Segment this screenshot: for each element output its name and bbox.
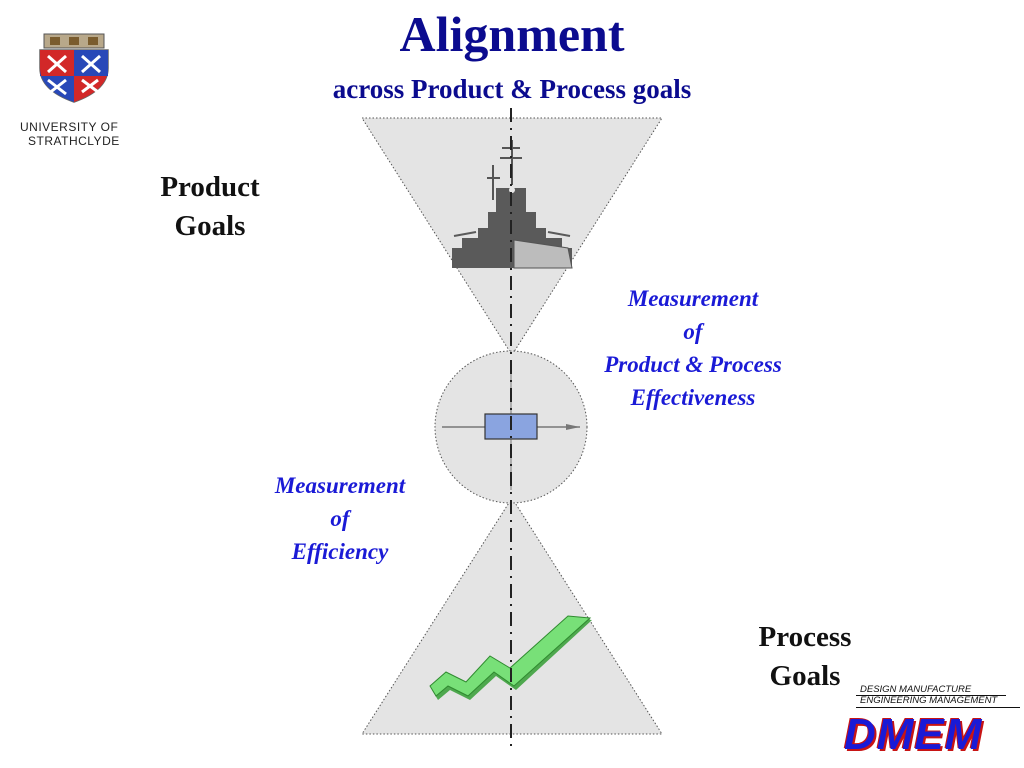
efficiency-line: Measurement xyxy=(274,473,406,498)
university-logo-line1: UNIVERSITY OF xyxy=(20,120,119,134)
dmem-logo-line2: ENGINEERING MANAGEMENT xyxy=(860,695,998,706)
product-goals-line: Product xyxy=(160,171,260,203)
effectiveness-line: Product & Process xyxy=(604,352,782,377)
effectiveness-measurement-label: Measurement of Product & Process Effecti… xyxy=(568,282,818,414)
growth-arrow-icon xyxy=(429,615,592,700)
process-goals-line: Goals xyxy=(769,660,841,692)
process-goals-line: Process xyxy=(758,621,852,653)
effectiveness-line: Measurement xyxy=(627,286,759,311)
university-logo: UNIVERSITY OF STRATHCLYDE xyxy=(20,120,130,148)
crosshair-box-icon xyxy=(442,360,580,490)
dmem-rule xyxy=(856,695,1006,696)
efficiency-line: Efficiency xyxy=(291,539,389,564)
efficiency-measurement-label: Measurement of Efficiency xyxy=(235,469,445,568)
efficiency-line: of xyxy=(330,506,350,531)
product-goals-line: Goals xyxy=(174,210,246,242)
dmem-rule xyxy=(856,707,1020,708)
dmem-wordmark: DMEM xyxy=(844,710,983,759)
university-crest-icon xyxy=(39,33,109,103)
university-logo-line2: STRATHCLYDE xyxy=(28,134,120,148)
effectiveness-line: of xyxy=(683,319,703,344)
process-goals-label: Process Goals xyxy=(733,618,877,696)
dmem-logo: DESIGN MANUFACTURE ENGINEERING MANAGEMEN… xyxy=(842,684,1020,760)
dmem-logo-line1: DESIGN MANUFACTURE xyxy=(860,684,972,695)
product-goals-label: Product Goals xyxy=(138,168,282,246)
effectiveness-line: Effectiveness xyxy=(630,385,756,410)
page-subtitle: across Product & Process goals xyxy=(332,74,692,104)
page-title: Alignment xyxy=(399,6,625,62)
